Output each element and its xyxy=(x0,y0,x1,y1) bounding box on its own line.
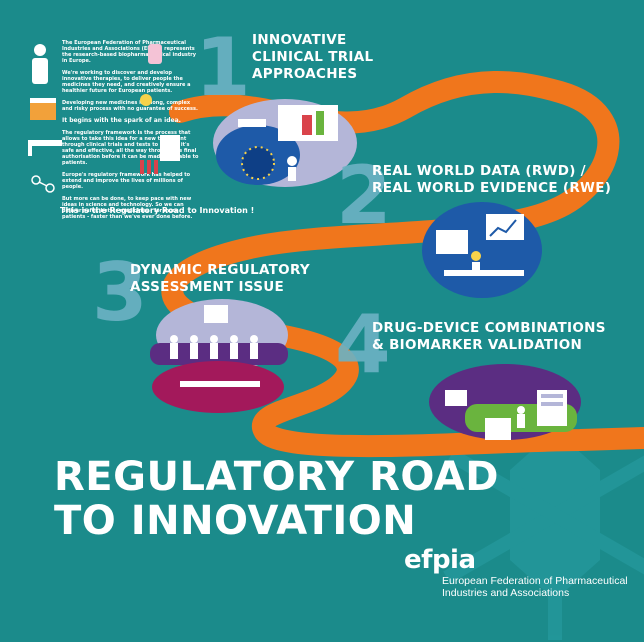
clinical-trial-scene xyxy=(213,99,357,187)
step-title-line: DYNAMIC REGULATORY xyxy=(130,262,310,278)
logo-subtitle-line: Industries and Associations xyxy=(442,587,570,599)
intro-paragraph: Developing new medicines is a long, comp… xyxy=(62,100,198,112)
snowflake-decoration xyxy=(443,395,644,640)
molecule-icon xyxy=(31,175,55,193)
intro-paragraph: The regulatory framework is the process … xyxy=(62,130,199,166)
step-title-2: REAL WORLD DATA (RWD) / REAL WORLD EVIDE… xyxy=(372,163,611,197)
road-path xyxy=(161,70,644,458)
step-number-1: 1 xyxy=(195,21,251,114)
step-title-1: INNOVATIVE CLINICAL TRIAL APPROACHES xyxy=(252,32,373,83)
intro-illustrations-right xyxy=(140,44,180,174)
regulatory-assessment-scene xyxy=(150,299,288,413)
clipboard-icon xyxy=(160,135,180,161)
step-number-4: 4 xyxy=(335,298,391,391)
real-world-data-scene xyxy=(422,202,542,298)
step-title-line: INNOVATIVE xyxy=(252,32,347,48)
main-title: REGULATORY ROAD TO INNOVATION xyxy=(54,455,499,543)
main-title-line: REGULATORY ROAD xyxy=(54,454,499,500)
lightbulb-icon xyxy=(140,94,152,106)
calendar-icon xyxy=(30,98,56,120)
test-tubes-icon xyxy=(140,160,158,174)
intro-tagline: This is the Regulatory Road to Innovatio… xyxy=(60,206,255,215)
step-title-line: & BIOMARKER VALIDATION xyxy=(372,337,583,353)
main-title-line: TO INNOVATION xyxy=(54,498,417,544)
intro-paragraph: We're working to discover and develop in… xyxy=(62,70,191,94)
drug-device-scene xyxy=(429,364,581,440)
step-number-2: 2 xyxy=(336,149,392,242)
intro-paragraph: Europe's regulatory framework has helped… xyxy=(62,172,191,190)
logo-subtitle: European Federation of Pharmaceutical In… xyxy=(442,575,628,599)
step-title-4: DRUG-DEVICE COMBINATIONS & BIOMARKER VAL… xyxy=(372,320,606,354)
step-title-line: REAL WORLD DATA (RWD) / xyxy=(372,163,586,179)
patient-bed-icon xyxy=(28,140,62,156)
step-title-line: APPROACHES xyxy=(252,66,358,82)
step-title-line: REAL WORLD EVIDENCE (RWE) xyxy=(372,180,612,196)
step-title-3: DYNAMIC REGULATORY ASSESSMENT ISSUE xyxy=(130,262,310,296)
step-title-line: ASSESSMENT ISSUE xyxy=(130,279,285,295)
scientist-figure xyxy=(32,44,48,84)
eu-stars-icon xyxy=(241,146,275,180)
efpia-logo: efpia European Federation of Pharmaceuti… xyxy=(404,545,628,599)
intro-text: The European Federation of Pharmaceutica… xyxy=(62,40,202,226)
medicine-jar-icon xyxy=(148,44,162,64)
intro-illustrations xyxy=(28,44,62,193)
logo-wordmark: efpia xyxy=(404,545,476,575)
logo-subtitle-line: European Federation of Pharmaceutical xyxy=(442,575,628,587)
intro-paragraph: But more can be done, to keep pace with … xyxy=(62,196,193,220)
intro-paragraph: The European Federation of Pharmaceutica… xyxy=(62,40,196,64)
step-title-line: DRUG-DEVICE COMBINATIONS xyxy=(372,320,606,336)
step-title-line: CLINICAL TRIAL xyxy=(252,49,374,65)
step-number-3: 3 xyxy=(92,246,148,339)
intro-paragraph: It begins with the spark of an idea. xyxy=(62,117,181,124)
